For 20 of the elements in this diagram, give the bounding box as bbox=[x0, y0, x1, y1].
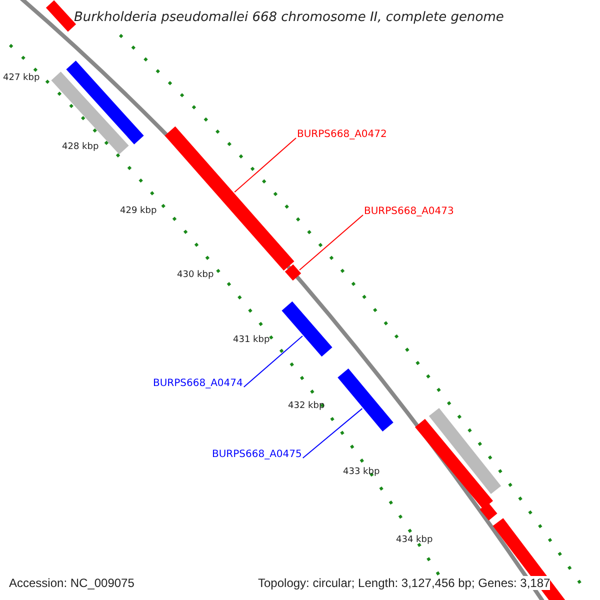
gene-bar bbox=[284, 264, 302, 281]
gene-label: BURPS668_A0472 bbox=[297, 130, 387, 140]
gene-bar bbox=[164, 126, 294, 271]
genome-title: Burkholderia pseudomallei 668 chromosome II, complete genome bbox=[74, 11, 504, 24]
gene-label: BURPS668_A0474 bbox=[153, 379, 243, 389]
tick-label: 430 kbp bbox=[177, 271, 214, 280]
gene-bar bbox=[338, 368, 394, 432]
gene-label: BURPS668_A0475 bbox=[212, 450, 302, 460]
accession-text: Accession: NC_009075 bbox=[9, 576, 134, 590]
tick-label: 433 kbp bbox=[343, 468, 380, 477]
gene-bar bbox=[282, 301, 332, 357]
tick-label: 434 kbp bbox=[396, 536, 433, 545]
leader-line bbox=[302, 408, 363, 458]
leader-line bbox=[299, 214, 364, 271]
genome-stats-text: Topology: circular; Length: 3,127,456 bp; Genes: 3,187 bbox=[258, 576, 550, 590]
gene-label: BURPS668_A0473 bbox=[364, 207, 454, 217]
tick-label: 427 kbp bbox=[3, 74, 40, 83]
leader-line bbox=[234, 138, 296, 193]
tick-label: 428 kbp bbox=[62, 143, 99, 152]
leader-line bbox=[243, 336, 303, 388]
